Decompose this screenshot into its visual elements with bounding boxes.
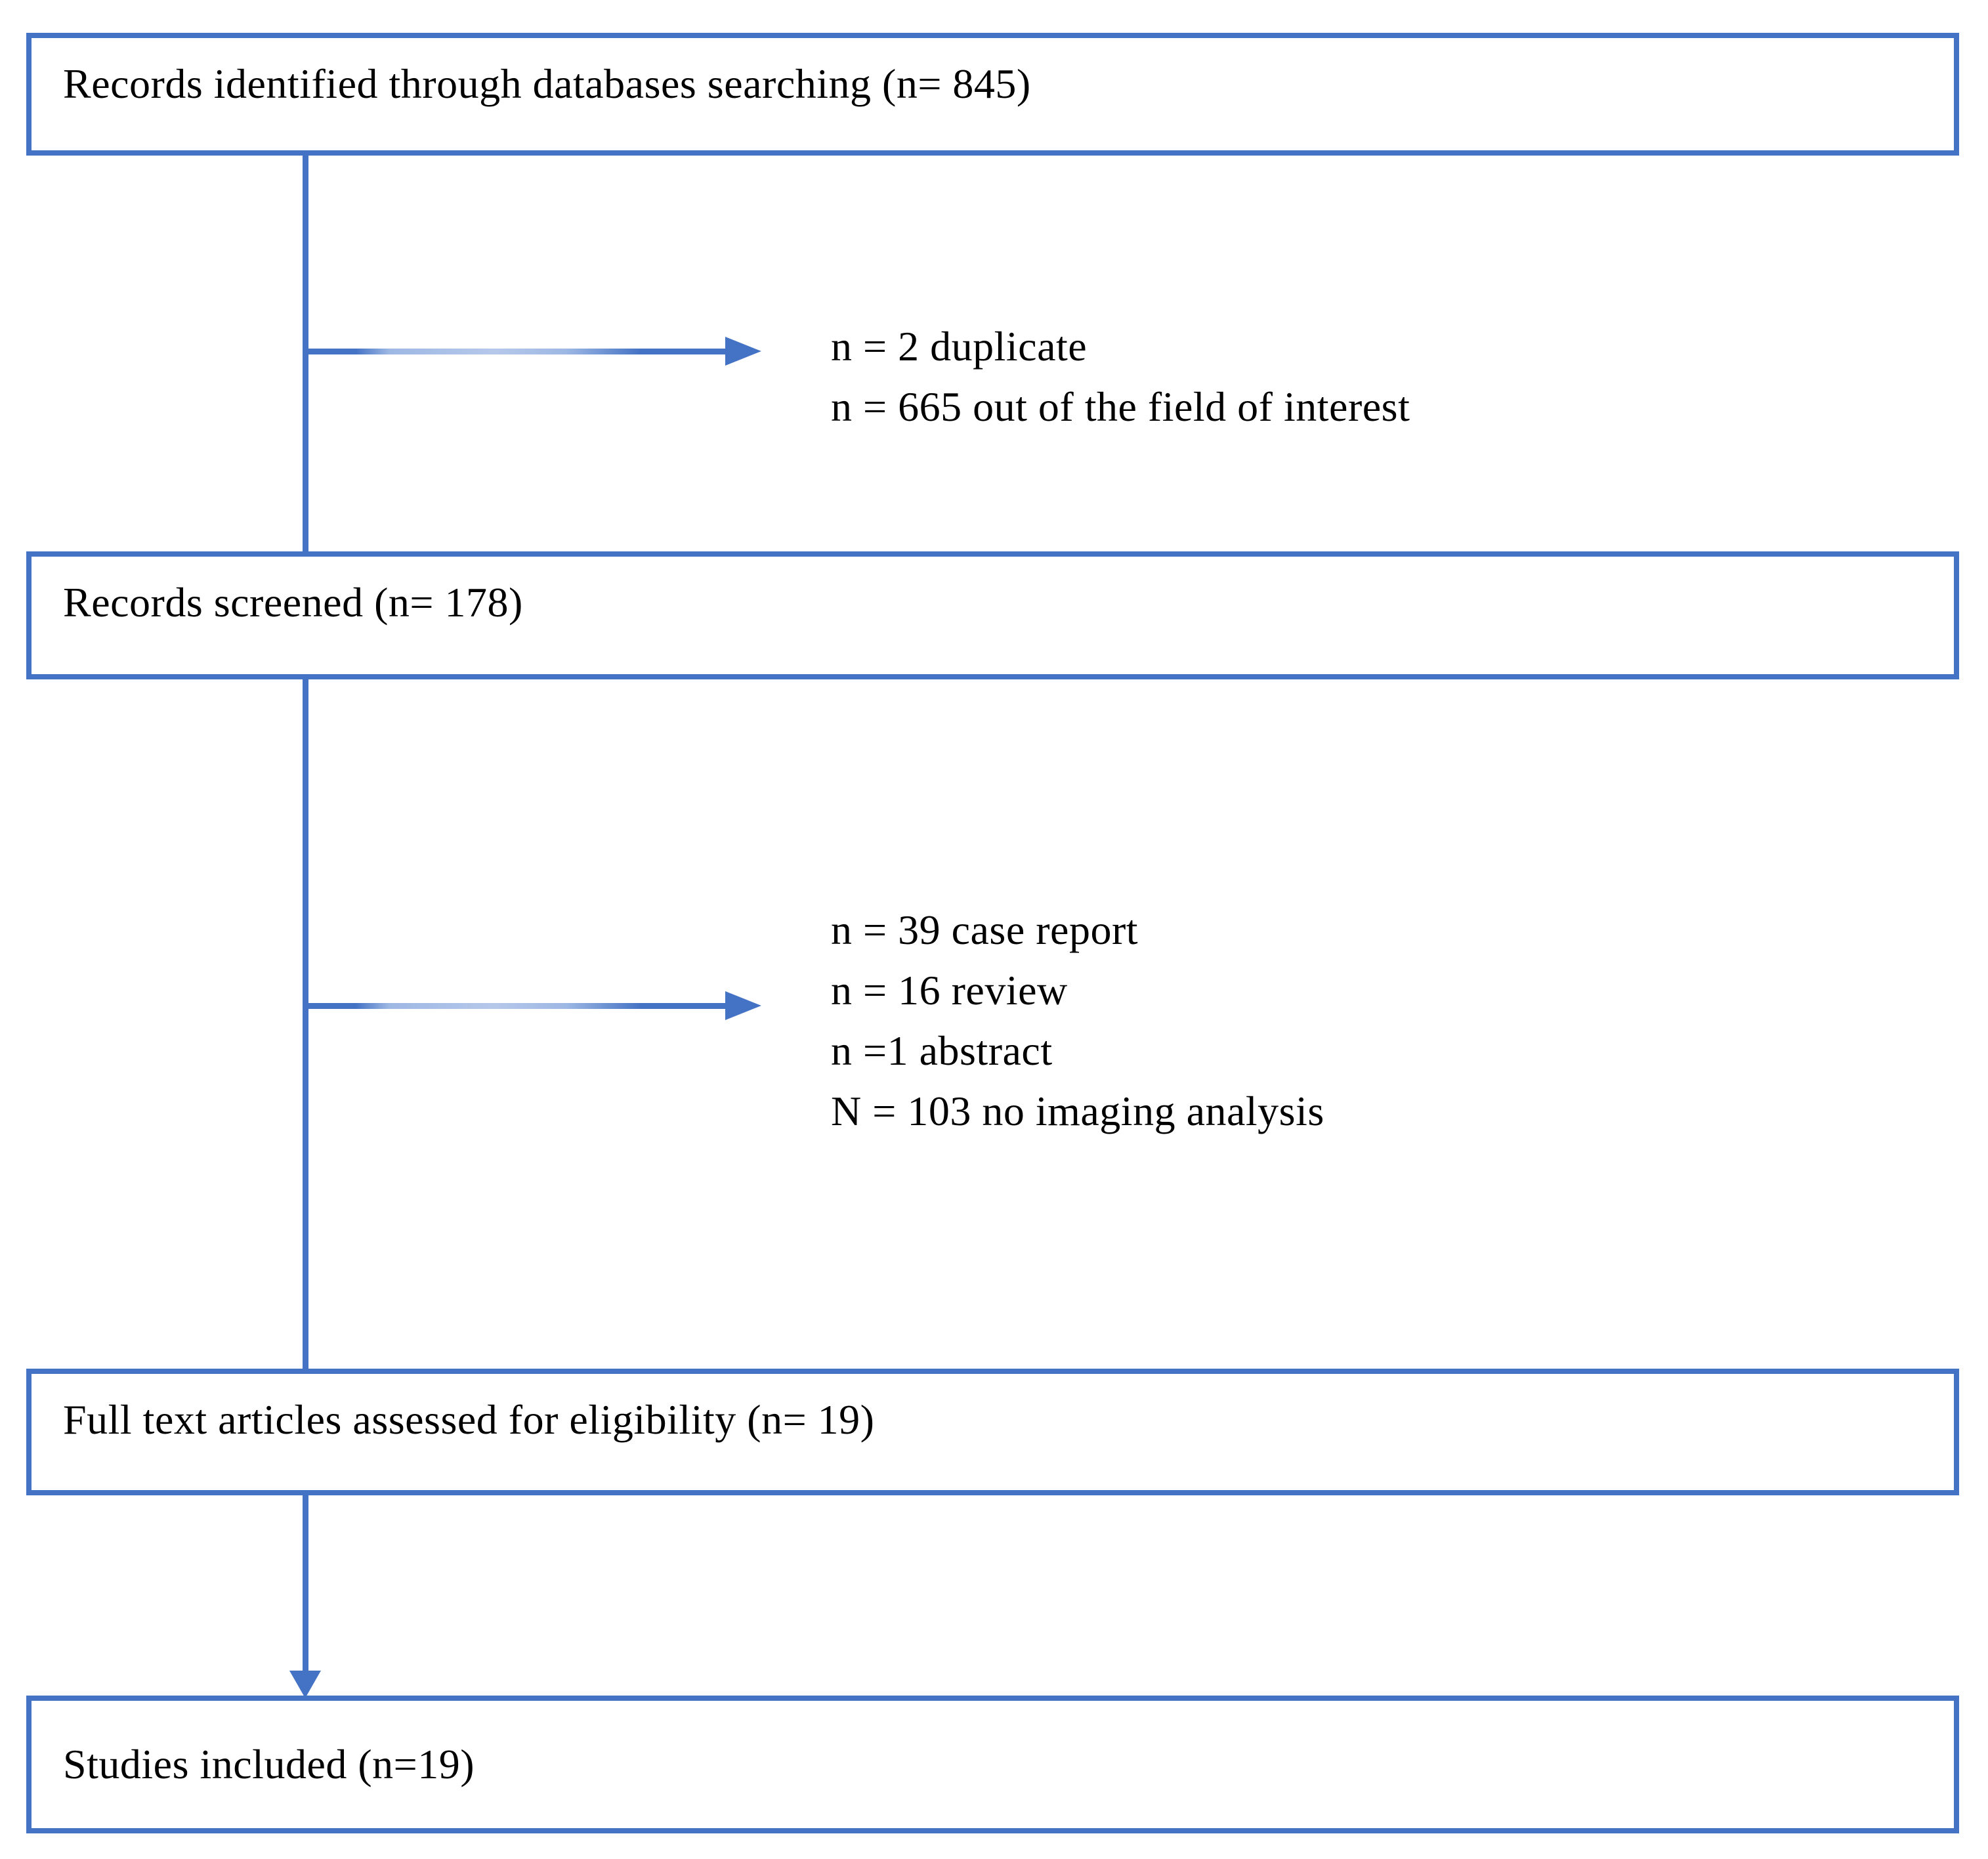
exclusion-list-identification: n = 2 duplicate n = 665 out of the field… <box>831 316 1410 437</box>
exclusion-reason: n = 665 out of the field of interest <box>831 383 1410 430</box>
flow-box-eligibility: Full text articles assessed for eligibil… <box>26 1369 1959 1495</box>
arrowhead-down-icon <box>289 1671 321 1698</box>
flow-box-identification: Records identified through databases sea… <box>26 33 1959 156</box>
connector-eligibility-to-included <box>303 1495 308 1673</box>
exclusion-list-screening: n = 39 case report n = 16 review n =1 ab… <box>831 900 1324 1142</box>
flow-box-screening: Records screened (n= 178) <box>26 551 1959 679</box>
arrowhead-right-icon <box>725 337 761 366</box>
eligibility-label: Full text articles assessed for eligibil… <box>63 1396 875 1443</box>
arrow-shaft <box>305 348 725 354</box>
included-label: Studies included (n=19) <box>63 1741 475 1787</box>
arrowhead-right-icon <box>725 991 761 1020</box>
identification-label: Records identified through databases sea… <box>63 60 1031 107</box>
flow-box-included: Studies included (n=19) <box>26 1696 1959 1833</box>
screening-label: Records screened (n= 178) <box>63 579 523 626</box>
exclusion-reason: n = 2 duplicate <box>831 323 1088 370</box>
exclusion-reason: N = 103 no imaging analysis <box>831 1088 1324 1134</box>
branch-arrow-exclusions-2 <box>305 988 761 1023</box>
exclusion-reason: n = 39 case report <box>831 907 1139 953</box>
exclusion-reason: n =1 abstract <box>831 1027 1053 1074</box>
connector-screening-to-eligibility <box>303 679 308 1369</box>
arrow-shaft <box>305 1002 725 1009</box>
branch-arrow-exclusions-1 <box>305 333 761 369</box>
exclusion-reason: n = 16 review <box>831 967 1068 1014</box>
